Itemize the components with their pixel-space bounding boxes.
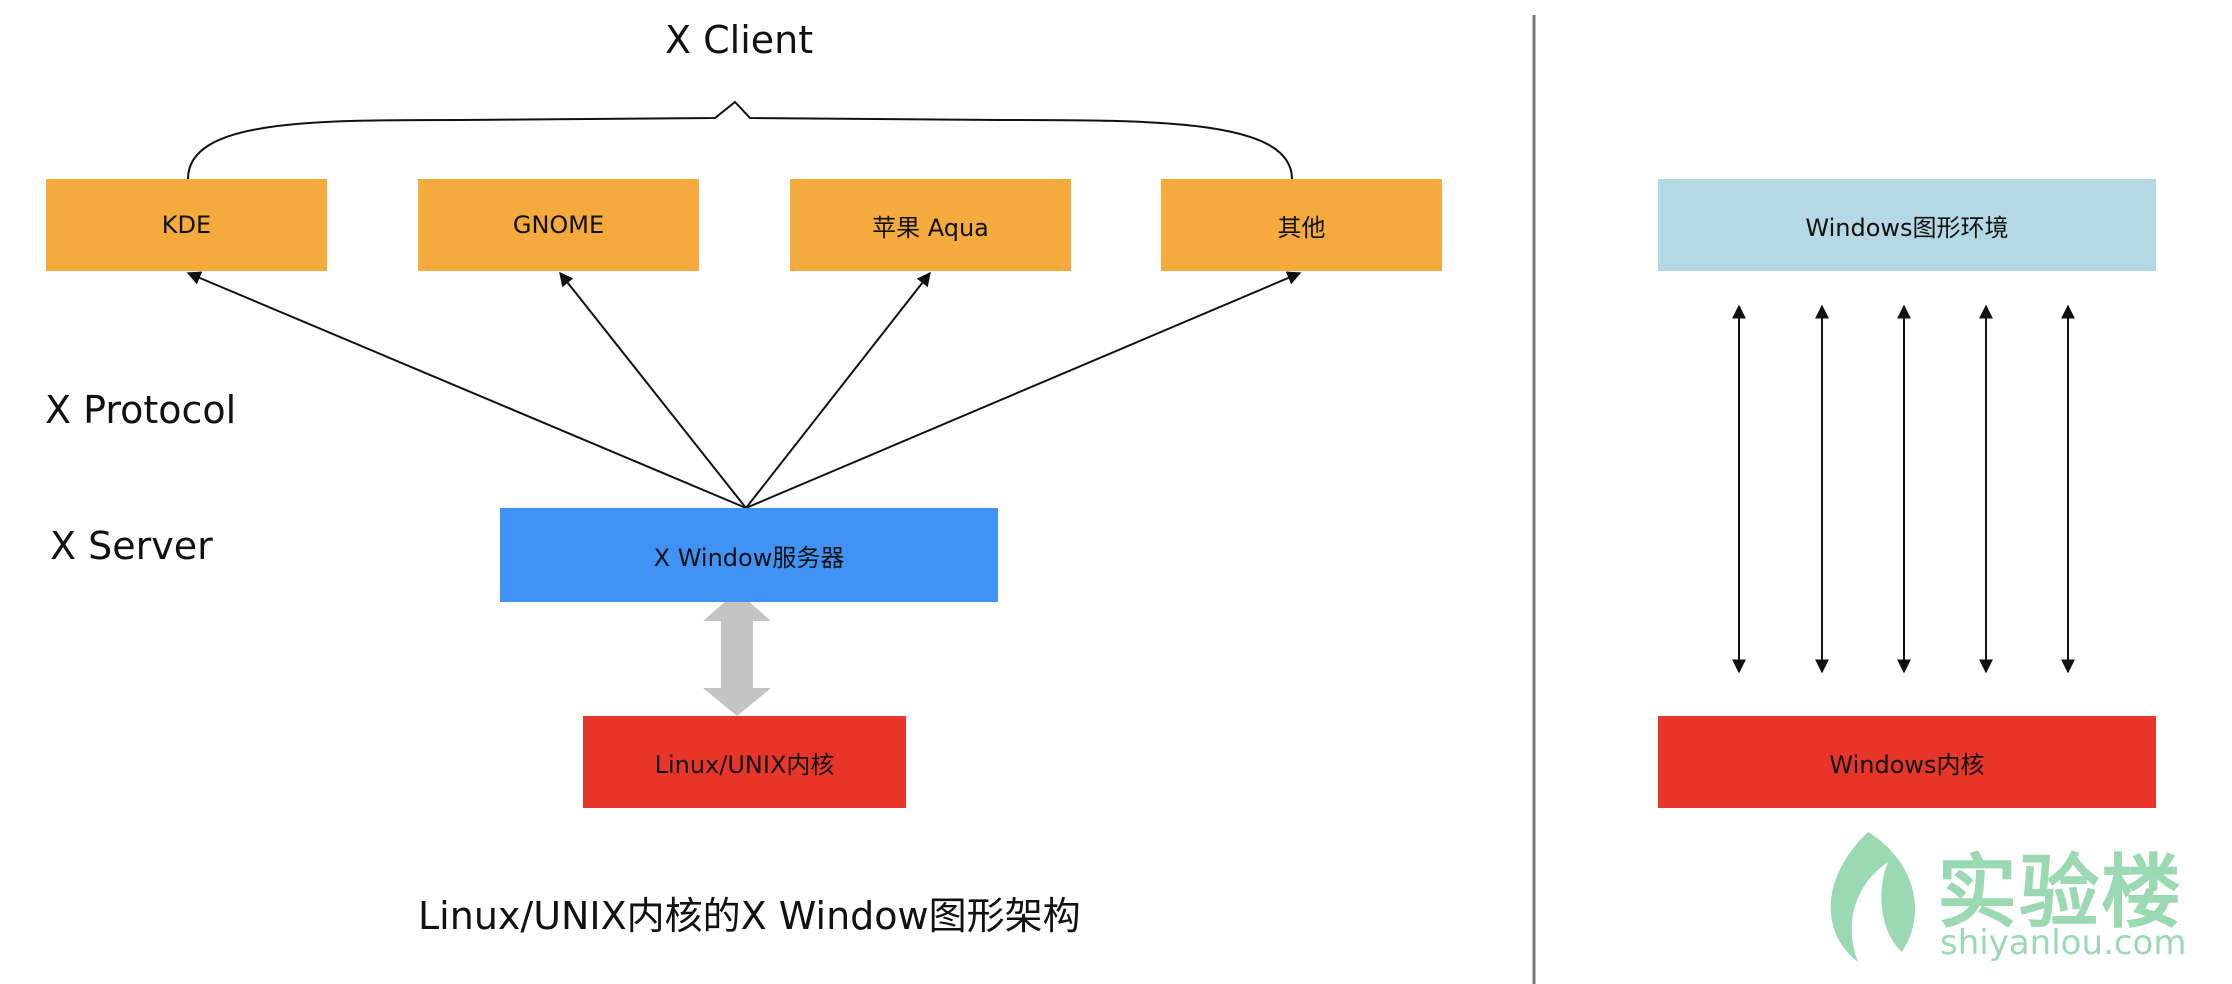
windows-graphics-box: Windows图形环境: [1658, 179, 2156, 271]
protocol-arrows: [186, 271, 1302, 509]
client-label-other: 其他: [1277, 213, 1326, 242]
x-protocol-label: X Protocol: [45, 388, 237, 432]
client-label-gnome: GNOME: [512, 211, 605, 239]
arrow-to-aqua: [745, 271, 931, 509]
client-label-kde: KDE: [161, 211, 212, 239]
windows-kernel-label: Windows内核: [1829, 750, 1985, 779]
x-window-server-label: X Window服务器: [653, 543, 845, 572]
client-box-aqua: 苹果 Aqua: [790, 179, 1071, 271]
windows-arrows: [1732, 304, 2075, 674]
arrow-to-other: [745, 271, 1302, 509]
server-kernel-double-arrow: [703, 591, 771, 716]
logo-leaf-icon: [1830, 832, 1915, 962]
client-box-gnome: GNOME: [418, 179, 699, 271]
x-window-server-box: X Window服务器: [500, 508, 998, 602]
x-client-label: X Client: [665, 18, 814, 62]
client-box-kde: KDE: [46, 179, 327, 271]
logo-site: shiyanlou.com: [1940, 923, 2187, 963]
left-diagram-caption: Linux/UNIX内核的X Window图形架构: [418, 894, 1081, 938]
client-box-other: 其他: [1161, 179, 1442, 271]
watermark-logo: 实验楼 shiyanlou.com: [1825, 828, 2187, 968]
windows-kernel-box: Windows内核: [1658, 716, 2156, 808]
logo-name: 实验楼: [1937, 846, 2183, 939]
client-label-aqua: 苹果 Aqua: [872, 213, 989, 242]
arrow-to-kde: [186, 271, 747, 509]
windows-graphics-label: Windows图形环境: [1805, 213, 2009, 242]
x-server-label: X Server: [50, 524, 213, 568]
linux-kernel-label: Linux/UNIX内核: [654, 750, 835, 779]
linux-kernel-box: Linux/UNIX内核: [583, 716, 906, 808]
x-client-brace: [187, 100, 1293, 180]
arrow-to-gnome: [559, 271, 747, 509]
